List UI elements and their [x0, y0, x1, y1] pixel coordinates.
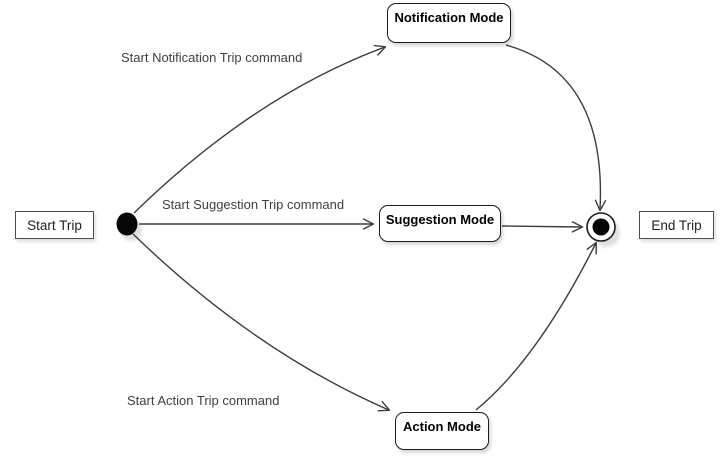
transition-label-notification: Start Notification Trip command: [121, 50, 303, 65]
state-action-mode[interactable]: Action Mode: [395, 412, 489, 450]
state-notification-mode[interactable]: Notification Mode: [387, 3, 511, 43]
end-trip-box[interactable]: End Trip: [639, 211, 714, 239]
final-state-inner-dot: [592, 218, 610, 236]
edge-action-to-end: [475, 241, 597, 411]
start-trip-box[interactable]: Start Trip: [15, 211, 94, 239]
state-suggestion-mode[interactable]: Suggestion Mode: [379, 205, 501, 242]
edge-suggestion-to-end: [501, 221, 584, 233]
edge-start-to-notification: [133, 44, 387, 214]
edge-notification-to-end: [505, 44, 607, 212]
transition-label-action: Start Action Trip command: [127, 393, 280, 408]
transition-label-suggestion: Start Suggestion Trip command: [162, 197, 345, 212]
initial-state-node[interactable]: [116, 212, 138, 236]
edge-start-to-action: [132, 233, 391, 412]
